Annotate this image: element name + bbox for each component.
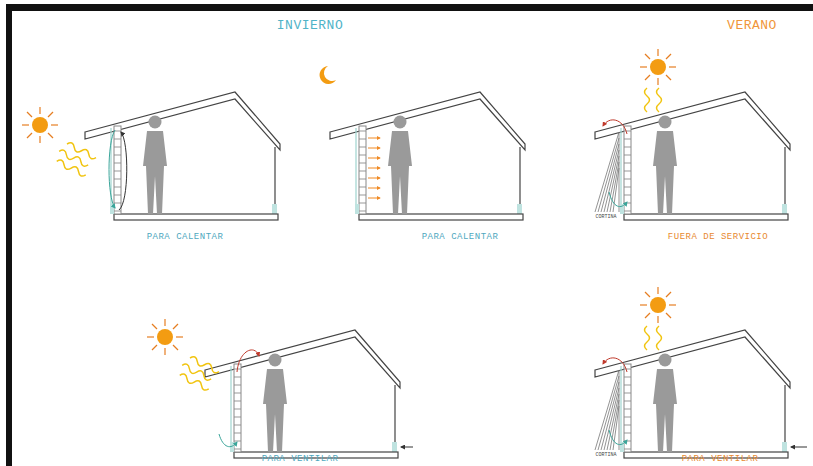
season-heading: VERANO xyxy=(725,19,779,33)
mode-caption: PARA CALENTAR xyxy=(420,233,501,243)
mode-caption: PARA CALENTAR xyxy=(145,233,226,243)
season-heading: INVIERNO xyxy=(275,19,345,33)
mode-caption: FUERA DE SERVICIO xyxy=(666,233,770,243)
mode-caption: PARA VENTILAR xyxy=(680,455,761,465)
part-label: CORTINA xyxy=(593,215,618,221)
mode-caption: PARA VENTILAR xyxy=(260,455,341,465)
part-label: CORTINA xyxy=(593,453,618,459)
